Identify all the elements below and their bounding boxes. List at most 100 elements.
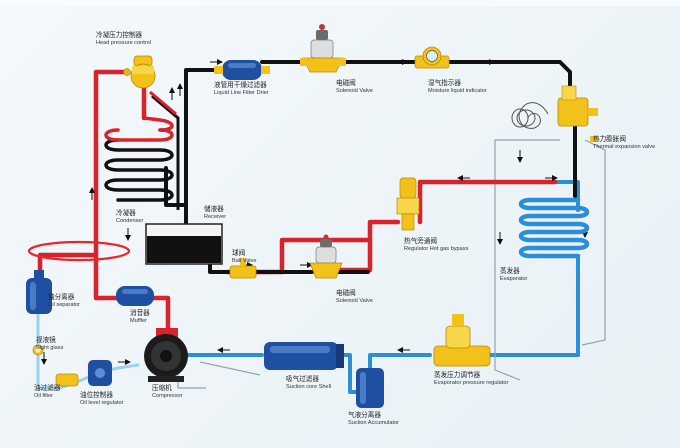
label-moisture-zh: 湿气指示器 bbox=[428, 80, 461, 87]
equalizer-line bbox=[494, 139, 560, 381]
indicator-to-expansion bbox=[446, 60, 572, 98]
label-thermal-valve-en: Thermal expansion valve bbox=[593, 143, 656, 150]
ball-valve bbox=[229, 258, 257, 279]
label-sight-glass-en: Sight glass bbox=[36, 344, 64, 351]
label-oil-level-en: Oil level regulator bbox=[80, 399, 124, 406]
label-solenoid-top-zh: 电磁阀 bbox=[336, 80, 356, 87]
label-evaporator-en: Evaporator bbox=[500, 275, 528, 282]
label-moisture-en: Moisture liquid indicator bbox=[428, 87, 487, 94]
oil-level-regulator bbox=[88, 360, 112, 386]
label-evap-pressure-en: Evaporator pressure regulator bbox=[434, 379, 509, 386]
label-solenoid-mid: 电磁阀 Solenoid Valve bbox=[336, 290, 373, 304]
label-oil-separator-en: Oil separator bbox=[48, 301, 81, 308]
label-muffler: 消音器 Muffler bbox=[130, 310, 150, 324]
discharge-riser bbox=[93, 69, 171, 333]
thermal-expansion-valve bbox=[511, 85, 598, 142]
label-suction-shell: 吸气过滤器 Suction core Shell bbox=[286, 376, 331, 390]
label-suction-accumulator-en: Suction Accumulator bbox=[348, 419, 399, 426]
flow-arrows bbox=[41, 59, 588, 365]
label-sight-glass-zh: 视液镜 bbox=[36, 337, 56, 344]
label-receiver-zh: 储液器 bbox=[204, 206, 224, 213]
label-condenser: 冷凝器 Condenser bbox=[116, 210, 143, 224]
label-evaporator-zh: 蒸发器 bbox=[500, 268, 520, 275]
label-ball-valve-zh: 球阀 bbox=[232, 250, 246, 257]
suction-lines bbox=[184, 180, 580, 394]
receiver bbox=[145, 223, 223, 265]
condenser-bypass-line bbox=[151, 94, 180, 210]
label-filter-drier: 液管用干燥过滤器 Liquid Line Filter Drier bbox=[214, 82, 269, 96]
sensing-line bbox=[581, 139, 606, 346]
label-hot-gas: 热气旁通阀 Regulator Hot gas bypass bbox=[404, 238, 468, 252]
oil-filter bbox=[55, 373, 79, 387]
label-sight-glass: 视液镜 Sight glass bbox=[36, 337, 63, 351]
label-oil-filter-en: Oil filter bbox=[34, 392, 53, 399]
solenoid-valve-top bbox=[300, 24, 346, 73]
hot-gas-mid-drop bbox=[337, 237, 373, 273]
receiver-outlet bbox=[208, 260, 238, 274]
label-muffler-en: Muffler bbox=[130, 317, 147, 324]
evaporator-pressure-regulator bbox=[433, 314, 491, 367]
label-moisture: 湿气指示器 Moisture liquid indicator bbox=[428, 80, 487, 94]
top-strip bbox=[0, 0, 680, 6]
oil-separator bbox=[26, 270, 52, 314]
label-oil-separator-zh: 油分离器 bbox=[48, 294, 75, 301]
label-solenoid-top: 电磁阀 Solenoid Valve bbox=[336, 80, 373, 94]
label-oil-filter: 油过滤器 Oil filter bbox=[34, 385, 60, 399]
label-suction-shell-en: Suction core Shell bbox=[286, 383, 332, 390]
label-oil-level: 油位控制器 Oil level regulator bbox=[80, 392, 124, 406]
evaporator-outlet-pipe bbox=[488, 256, 580, 357]
condenser-coil bbox=[104, 116, 174, 202]
head-pressure-line bbox=[149, 90, 177, 116]
label-oil-separator: 油分离器 Oil separator bbox=[48, 294, 80, 308]
label-compressor: 压缩机 Compressor bbox=[152, 385, 182, 399]
label-evap-pressure: 蒸发压力调节器 Evaporator pressure regulator bbox=[434, 372, 508, 386]
label-head-pressure: 冷凝压力控制器 Head pressure control bbox=[96, 32, 151, 46]
label-filter-drier-en: Liquid Line Filter Drier bbox=[214, 89, 269, 96]
moisture-indicator bbox=[414, 46, 450, 69]
solenoid-valve-mid bbox=[309, 234, 343, 279]
hot-gas-bypass-line bbox=[417, 179, 558, 225]
label-condenser-en: Condenser bbox=[116, 217, 144, 224]
suction-accumulator bbox=[356, 368, 384, 408]
highlight-ellipse bbox=[27, 240, 131, 262]
label-suction-shell-zh: 吸气过滤器 bbox=[286, 376, 319, 383]
regulator-to-accumulator-pipe bbox=[368, 353, 432, 370]
label-oil-level-zh: 油位控制器 bbox=[80, 392, 113, 399]
label-hot-gas-zh: 热气旁通阀 bbox=[404, 238, 437, 245]
label-ball-valve: 球阀 Ball Valve bbox=[232, 250, 256, 264]
receiver-riser bbox=[184, 68, 224, 228]
muffler bbox=[116, 286, 154, 306]
label-evaporator: 蒸发器 Evaporator bbox=[500, 268, 527, 282]
label-head-pressure-zh: 冷凝压力控制器 bbox=[96, 32, 143, 39]
label-solenoid-top-en: Solenoid Valve bbox=[336, 87, 373, 94]
label-compressor-en: Compressor bbox=[152, 392, 183, 399]
label-suction-accumulator: 气液分离器 Suction Accumulator bbox=[348, 412, 399, 426]
label-solenoid-mid-zh: 电磁阀 bbox=[336, 290, 356, 297]
equalizer-short bbox=[199, 361, 261, 376]
sight-glass bbox=[32, 344, 44, 356]
label-ball-valve-en: Ball Valve bbox=[232, 257, 257, 264]
label-receiver: 储液器 Receiver bbox=[204, 206, 226, 220]
label-suction-accumulator-zh: 气液分离器 bbox=[348, 412, 381, 419]
label-muffler-zh: 消音器 bbox=[130, 310, 150, 317]
label-hot-gas-en: Regulator Hot gas bypass bbox=[404, 245, 469, 252]
evaporator-coil bbox=[518, 197, 590, 259]
filter-drier bbox=[214, 60, 270, 80]
compressor bbox=[144, 328, 188, 382]
label-condenser-zh: 冷凝器 bbox=[116, 210, 136, 217]
label-solenoid-mid-en: Solenoid Valve bbox=[336, 297, 373, 304]
label-head-pressure-en: Head pressure control bbox=[96, 39, 152, 46]
label-filter-drier-zh: 液管用干燥过滤器 bbox=[214, 82, 267, 89]
label-evap-pressure-zh: 蒸发压力调节器 bbox=[434, 372, 481, 379]
label-thermal-valve: 热力膨胀阀 Thermal expansion valve bbox=[593, 136, 655, 150]
label-thermal-valve-zh: 热力膨胀阀 bbox=[593, 136, 626, 143]
label-receiver-en: Receiver bbox=[204, 213, 227, 220]
accumulator-to-shell-pipe bbox=[338, 353, 362, 394]
suction-core-shell bbox=[264, 342, 344, 370]
head-pressure-control bbox=[123, 55, 156, 89]
label-compressor-zh: 压缩机 bbox=[152, 385, 172, 392]
hot-gas-bypass-regulator bbox=[396, 177, 420, 231]
label-oil-filter-zh: 油过滤器 bbox=[34, 385, 61, 392]
